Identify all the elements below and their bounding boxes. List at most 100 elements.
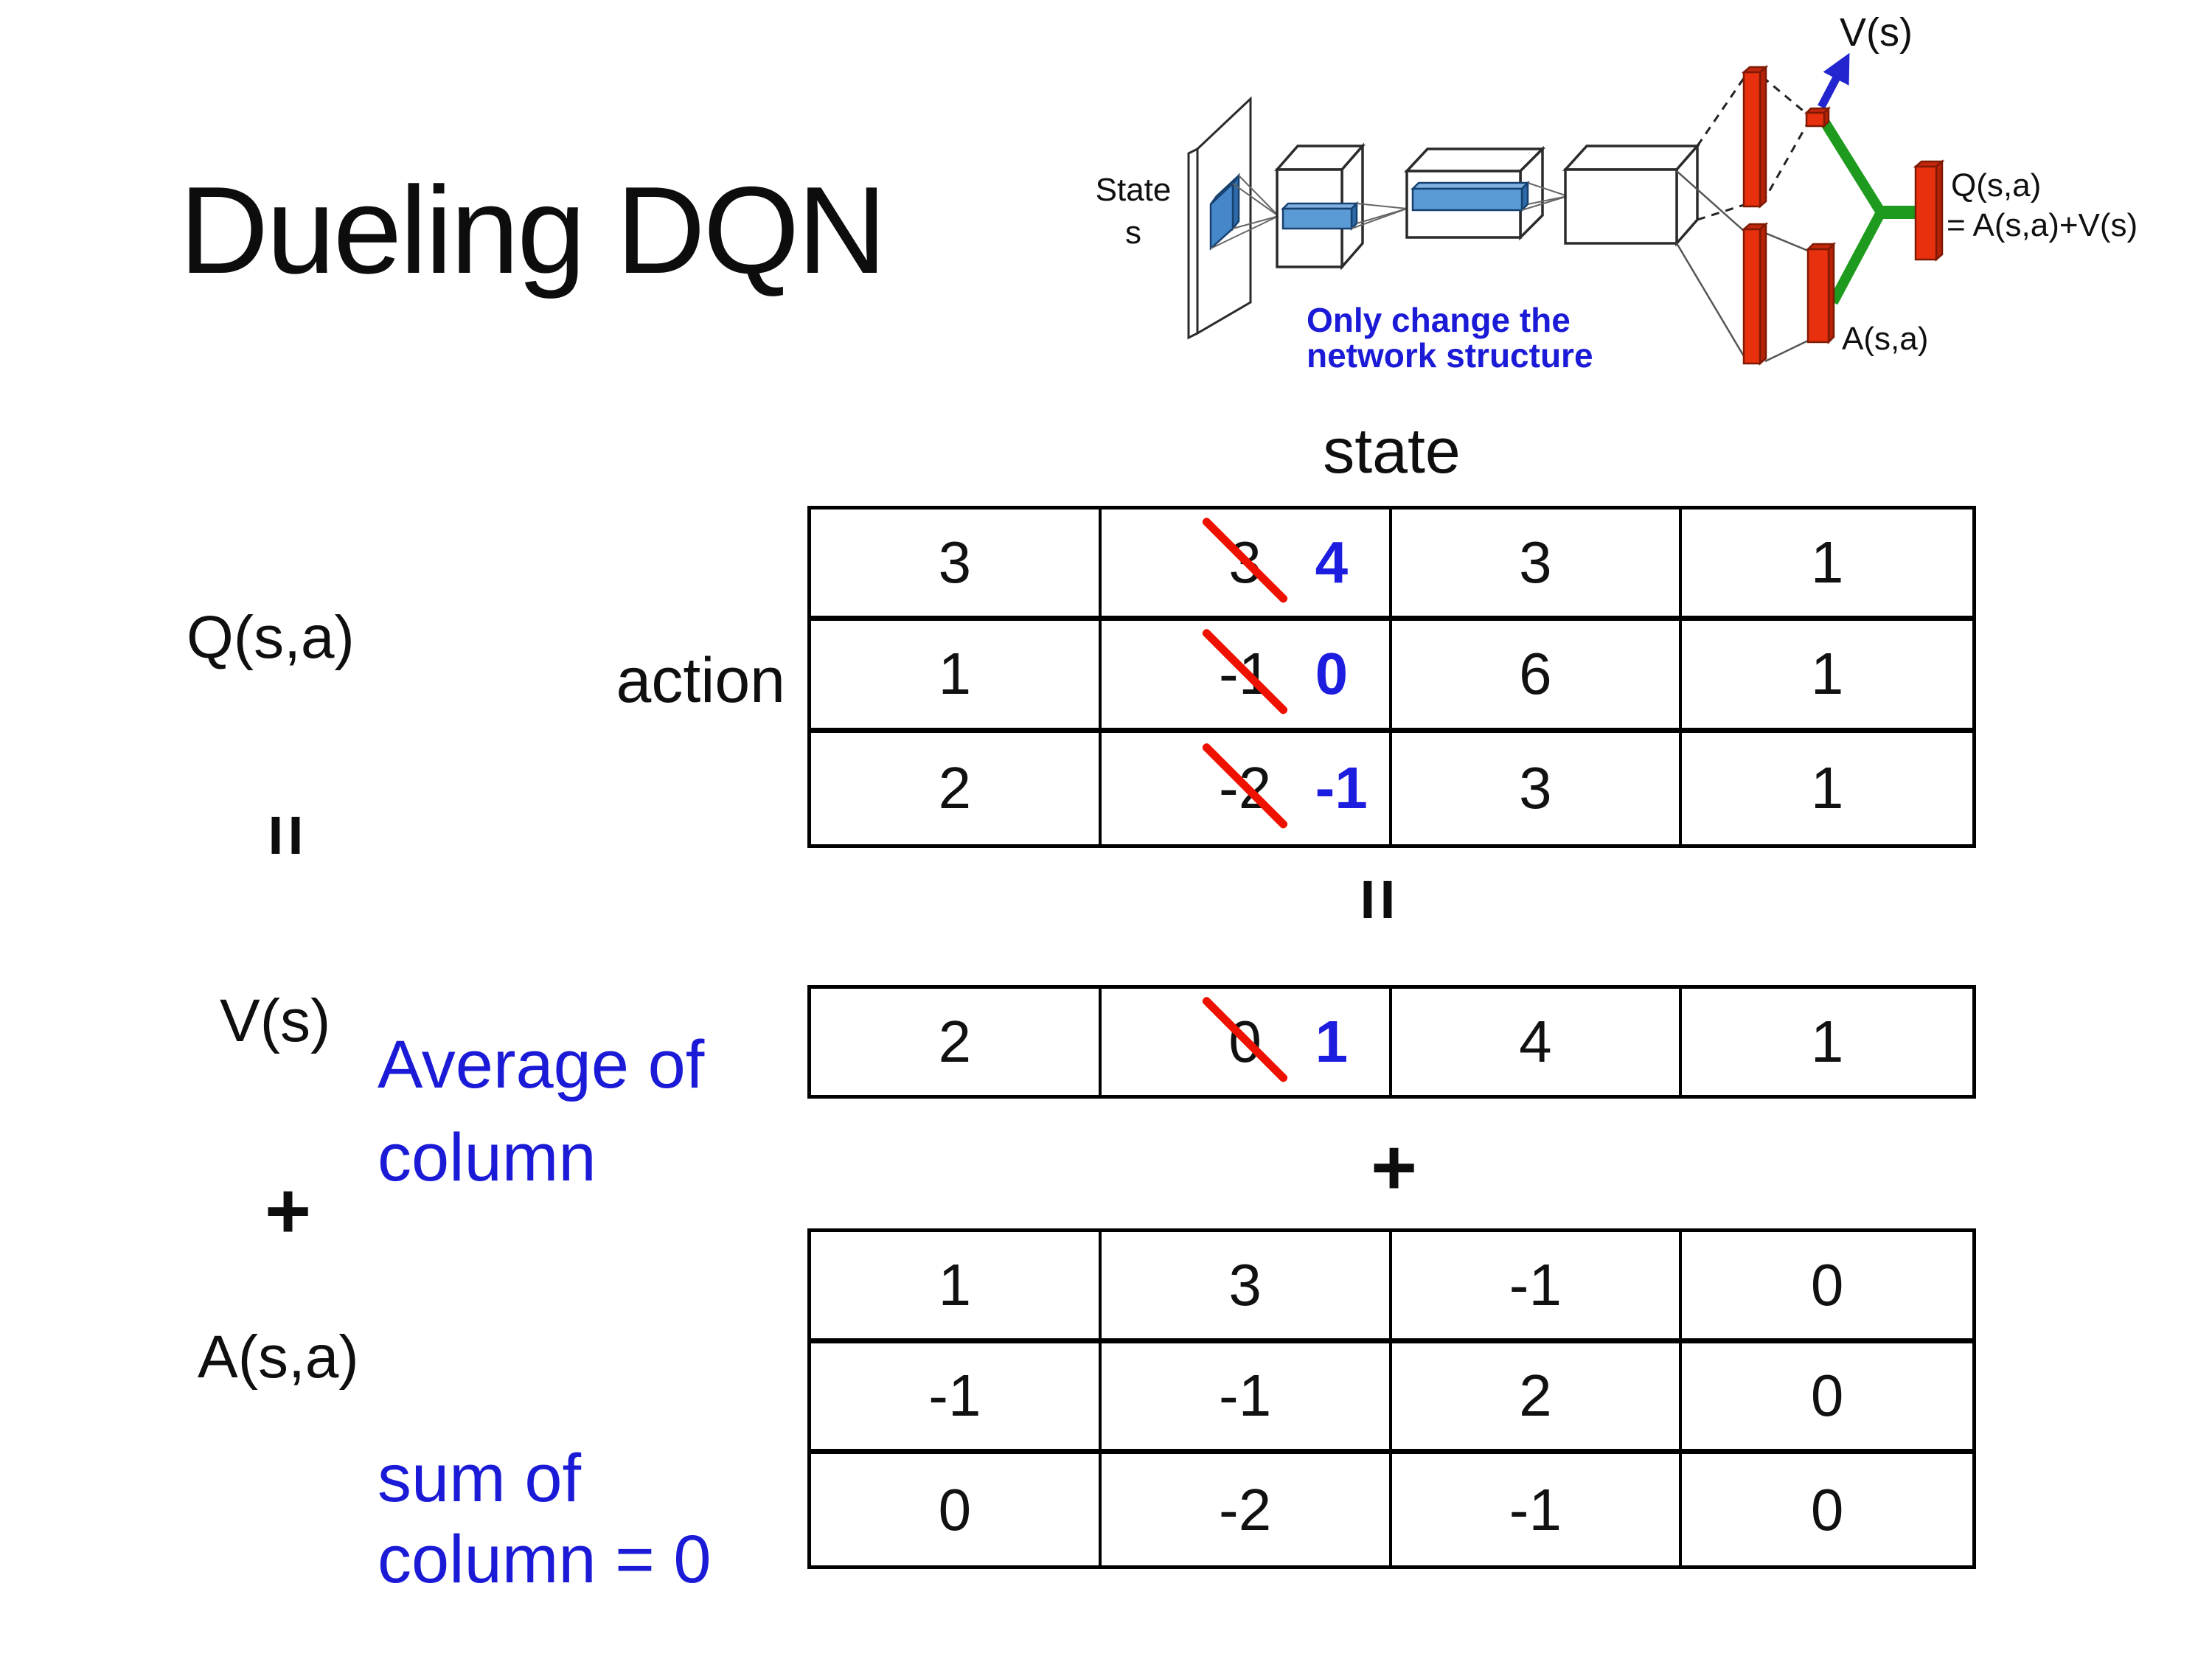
q-cell-r1c0: 1 <box>811 621 1102 733</box>
average-note-line1: Average of <box>378 1027 705 1102</box>
new-value: 0 <box>1315 641 1349 707</box>
sum-note-line2: column = 0 <box>378 1522 712 1597</box>
average-of-column-note: Average of column <box>378 1018 704 1204</box>
conv-projection-lines-3 <box>1521 182 1568 211</box>
cell-value: -1 <box>1509 1476 1562 1543</box>
equals-sign-left: = <box>245 813 327 858</box>
old-value: -1 <box>1200 627 1289 717</box>
a-cell-r2c0: 0 <box>811 1454 1102 1565</box>
feature-bar-2 <box>1410 180 1531 213</box>
old-value: -2 <box>1200 742 1289 830</box>
v-table: 2 0 1 4 1 <box>807 985 1976 1099</box>
cell-value: 1 <box>1810 641 1844 707</box>
q-table: 3 3 4 3 1 1 -1 0 6 1 2 -2 -1 3 1 <box>807 506 1976 848</box>
plus-sign-left: + <box>264 1165 312 1255</box>
q-cell-r2c3: 1 <box>1682 733 1972 844</box>
network-note-line1: Only change the <box>1307 301 1571 339</box>
conv-projection-lines-2 <box>1351 203 1408 229</box>
cell-value: -2 <box>1219 755 1272 821</box>
merge-connector <box>1817 114 1919 305</box>
state-input-label-line1: State <box>1096 172 1172 208</box>
dueling-network-diagram: State s V(s) Q(s,a) = A(s,a)+V(s) A(s,a)… <box>1096 10 2138 375</box>
cell-value: 2 <box>938 755 972 821</box>
q-cell-r2c0: 2 <box>811 732 1102 844</box>
a-cell-r2c2: -1 <box>1392 1454 1683 1565</box>
value-stream-dashed-lines <box>1696 75 1808 221</box>
q-cell-r2c2: 3 <box>1392 732 1683 844</box>
new-value: 4 <box>1315 529 1349 596</box>
cell-value: 1 <box>938 641 972 707</box>
fc-bar-top <box>1741 65 1769 209</box>
value-arrow <box>1818 52 1850 109</box>
advantage-output-label: A(s,a) <box>1842 321 1928 357</box>
fc-fan-lines <box>1675 170 1809 363</box>
average-note-line2: column <box>378 1120 597 1195</box>
q-cell-r2c1: -2 -1 <box>1102 732 1392 844</box>
v-function-label: V(s) <box>220 987 331 1054</box>
a-cell-r0c3: 0 <box>1682 1232 1972 1343</box>
cell-value: -1 <box>1219 1363 1272 1429</box>
cell-value: 3 <box>1228 1251 1262 1318</box>
cell-value: 0 <box>1810 1363 1844 1429</box>
sum-of-column-note: sum of column = 0 <box>378 1438 712 1600</box>
advantage-bar <box>1805 241 1837 345</box>
equals-sign-middle: = <box>1337 877 1419 922</box>
a-table: 1 3 -1 0 -1 -1 2 0 0 -2 -1 0 <box>807 1228 1976 1569</box>
q-function-label: Q(s,a) <box>187 604 355 671</box>
v-cell-c2: 4 <box>1392 989 1683 1095</box>
conv-patch <box>1209 173 1240 251</box>
q-cell-r1c3: 1 <box>1682 621 1972 733</box>
value-node <box>1804 105 1832 129</box>
plus-sign-middle: + <box>1370 1121 1418 1211</box>
a-cell-r0c0: 1 <box>811 1232 1102 1343</box>
cell-value: 4 <box>1519 1009 1552 1074</box>
value-output-label: V(s) <box>1840 10 1913 55</box>
v-cell-c1: 0 1 <box>1102 989 1392 1095</box>
q-cell-r0c0: 3 <box>811 509 1102 622</box>
q-output-bar <box>1913 159 1945 262</box>
cell-value: -2 <box>1219 1476 1272 1543</box>
cell-value: -1 <box>1219 641 1272 707</box>
cell-value: 0 <box>1810 1476 1844 1543</box>
a-cell-r1c2: 2 <box>1391 1343 1683 1455</box>
sum-note-line1: sum of <box>378 1441 582 1516</box>
a-cell-r1c3: 0 <box>1682 1343 1972 1455</box>
old-value: 3 <box>1200 516 1289 605</box>
state-input-label-line2: s <box>1125 215 1141 251</box>
cell-value: -1 <box>1509 1251 1562 1318</box>
a-cell-r1c1: -1 <box>1101 1343 1392 1455</box>
cell-value: 1 <box>1810 1009 1844 1074</box>
new-value: -1 <box>1315 755 1368 821</box>
a-cell-r2c3: 0 <box>1682 1454 1972 1565</box>
cell-value: 1 <box>1810 755 1844 821</box>
cell-value: 6 <box>1519 641 1552 707</box>
cell-value: 1 <box>938 1251 972 1318</box>
cell-value: 3 <box>1519 755 1552 821</box>
a-cell-r1c0: -1 <box>811 1343 1102 1455</box>
a-cell-r0c1: 3 <box>1101 1232 1392 1343</box>
feature-bar-1 <box>1280 201 1360 232</box>
q-cell-r0c3: 1 <box>1682 509 1972 622</box>
q-output-label-line2: = A(s,a)+V(s) <box>1947 207 2138 243</box>
action-label: action <box>616 645 786 716</box>
slide-title: Dueling DQN <box>179 161 887 299</box>
a-cell-r0c2: -1 <box>1391 1232 1683 1343</box>
cell-value: 2 <box>938 1009 972 1074</box>
q-output-label-line1: Q(s,a) <box>1951 167 2041 204</box>
cell-value: 0 <box>1810 1251 1844 1318</box>
state-header: state <box>1323 416 1461 487</box>
a-cell-r2c1: -2 <box>1102 1454 1392 1565</box>
cell-value: -1 <box>928 1363 981 1429</box>
cell-value: 3 <box>938 529 972 596</box>
cell-value: 0 <box>938 1476 972 1543</box>
cell-value: 3 <box>1519 529 1552 596</box>
q-cell-r0c1: 3 4 <box>1101 509 1392 622</box>
fc-bar-bottom <box>1741 222 1769 366</box>
cell-value: 0 <box>1228 1009 1262 1074</box>
cell-value: 1 <box>1810 529 1844 596</box>
cell-value: 2 <box>1519 1363 1552 1429</box>
q-cell-r0c2: 3 <box>1391 509 1683 622</box>
v-cell-c3: 1 <box>1682 989 1972 1095</box>
conv-box-3 <box>1562 142 1700 247</box>
